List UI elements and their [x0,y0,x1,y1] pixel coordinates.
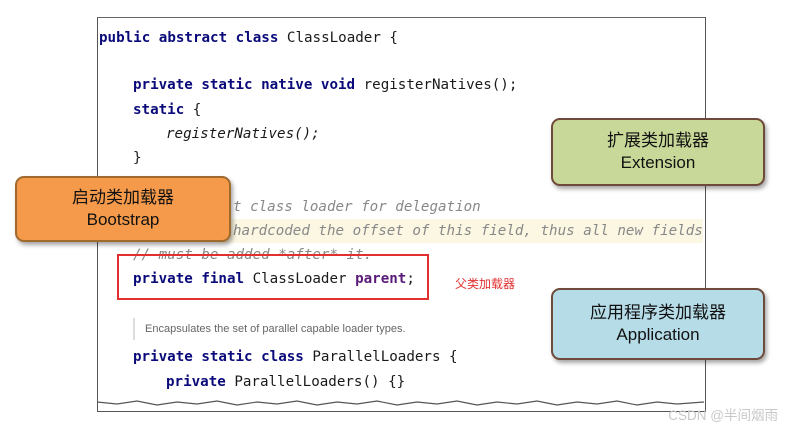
parallel-loaders-class: private static class ParallelLoaders { [133,349,458,365]
parent-label: 父类加载器 [455,277,516,291]
application-en: Application [616,325,700,344]
register-natives-call: registerNatives(); [166,126,320,142]
extension-en: Extension [620,153,696,172]
extension-loader-box: 扩展类加载器 Extension [551,118,765,186]
comment-line-1: t class loader for delegation [233,199,481,215]
comment-line-2: hardcoded the offset of this field, thus… [233,223,703,239]
extension-zh: 扩展类加载器 [607,131,709,150]
application-zh: 应用程序类加载器 [590,303,726,322]
doc-comment: Encapsulates the set of parallel capable… [133,318,406,340]
parent-field: private final ClassLoader parent; [133,271,415,287]
static-block: static { [133,102,202,118]
class-declaration: public abstract class ClassLoader { [99,30,398,46]
line-highlight [218,219,703,243]
bootstrap-loader-box: 启动类加载器 Bootstrap [15,176,231,242]
application-loader-box: 应用程序类加载器 Application [551,288,765,360]
watermark: CSDN @半间烟雨 [668,408,778,423]
parent-highlight-box [117,254,429,300]
torn-edge [97,400,704,406]
register-natives-decl: private static native void registerNativ… [133,77,518,93]
static-block-end: } [133,150,142,166]
bootstrap-zh: 启动类加载器 [72,188,174,207]
parallel-loaders-ctor: private ParallelLoaders() {} [166,374,406,390]
bootstrap-en: Bootstrap [86,210,160,229]
